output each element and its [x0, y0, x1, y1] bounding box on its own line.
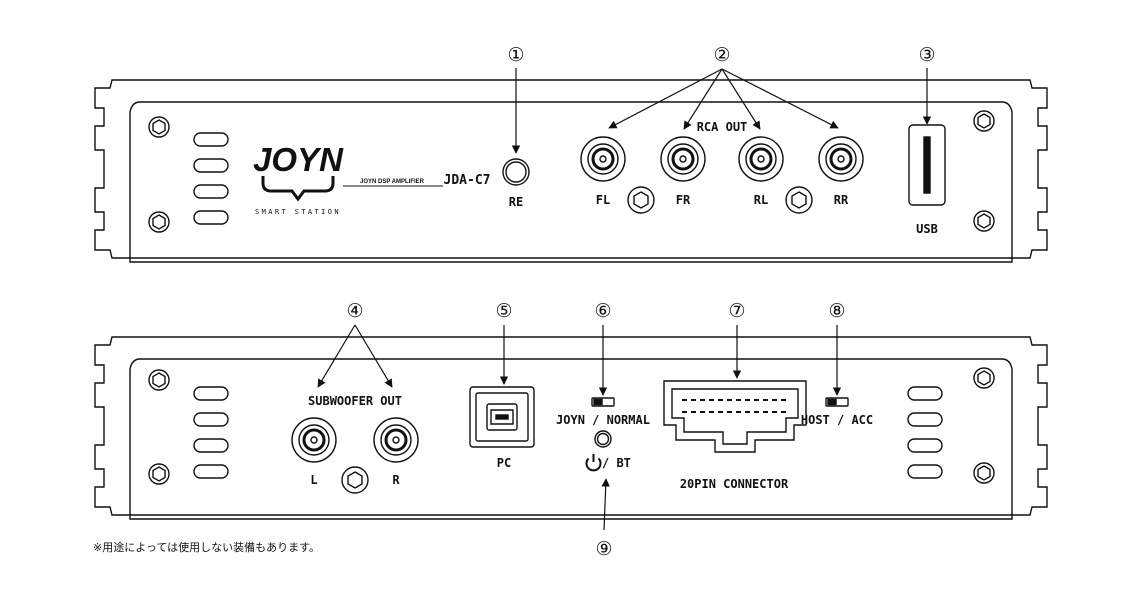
hex-nut — [341, 466, 369, 494]
svg-text:⑧: ⑧ — [828, 300, 845, 322]
callout-5: ⑤ — [495, 300, 512, 322]
power-bt-button — [594, 430, 612, 448]
callout-8: ⑧ — [828, 300, 845, 322]
rca-jack-fr — [660, 136, 706, 182]
rca-label-fr: FR — [676, 193, 691, 207]
host-acc-label: HOST / ACC — [801, 413, 873, 427]
screw — [973, 462, 995, 484]
subwoofer-out-label: SUBWOOFER OUT — [308, 394, 402, 408]
rca-jack-rr — [818, 136, 864, 182]
svg-text:②: ② — [713, 44, 730, 66]
rear-panel — [94, 336, 1048, 520]
power-icon — [585, 454, 602, 472]
power-bt-label: / BT — [602, 456, 631, 470]
callout-6: ⑥ — [594, 300, 611, 322]
callout-9: ⑨ — [595, 538, 612, 560]
rca-out-label: RCA OUT — [697, 120, 748, 134]
sub-jack-l — [291, 417, 337, 463]
callout-3: ③ — [918, 44, 935, 66]
svg-text:④: ④ — [346, 300, 363, 322]
screw — [148, 116, 170, 138]
remote-port — [502, 158, 530, 186]
rca-label-rl: RL — [754, 193, 768, 207]
sub-label-l: L — [310, 473, 317, 487]
connector-label: 20PIN CONNECTOR — [680, 477, 789, 491]
hex-nut — [785, 186, 813, 214]
svg-text:⑨: ⑨ — [595, 538, 612, 560]
svg-text:③: ③ — [918, 44, 935, 66]
usb-label: USB — [916, 222, 938, 236]
sub-jack-r — [373, 417, 419, 463]
sub-label-r: R — [392, 473, 400, 487]
screw — [973, 367, 995, 389]
screw — [148, 211, 170, 233]
callout-2: ② — [713, 44, 730, 66]
svg-text:⑦: ⑦ — [728, 300, 745, 322]
rca-jack-fl — [580, 136, 626, 182]
vent-slots-left — [193, 386, 229, 479]
usb-port — [908, 124, 946, 206]
front-panel — [94, 79, 1048, 263]
svg-text:⑤: ⑤ — [495, 300, 512, 322]
pc-label: PC — [497, 456, 511, 470]
svg-text:①: ① — [507, 44, 524, 66]
screw — [148, 369, 170, 391]
vent-slots — [193, 132, 229, 225]
front-leader-lines — [511, 68, 932, 154]
pc-usb-port — [469, 386, 535, 448]
screw — [973, 110, 995, 132]
rca-label-fl: FL — [596, 193, 610, 207]
screw — [148, 463, 170, 485]
logo-bracket-icon — [261, 176, 335, 202]
hex-nut — [627, 186, 655, 214]
20pin-connector — [663, 380, 807, 453]
footnote: ※用途によっては使用しない装備もあります。 — [93, 541, 321, 554]
joyn-normal-switch — [591, 397, 615, 407]
callout-1: ① — [507, 44, 524, 66]
vent-slots-right — [907, 386, 943, 479]
rear-leader-lines — [317, 324, 842, 531]
re-label: RE — [509, 195, 523, 209]
callout-4: ④ — [346, 300, 363, 322]
host-acc-switch — [825, 397, 849, 407]
svg-text:⑥: ⑥ — [594, 300, 611, 322]
rca-jack-rl — [738, 136, 784, 182]
joyn-normal-label: JOYN / NORMAL — [556, 413, 650, 427]
brand-logo: JOYN — [253, 141, 344, 178]
brand-tagline: SMART STATION — [255, 208, 341, 216]
rca-label-rr: RR — [834, 193, 849, 207]
callout-7: ⑦ — [728, 300, 745, 322]
screw — [973, 210, 995, 232]
product-line-label: JOYN DSP AMPLIFIER — [360, 179, 425, 185]
model-label: JDA-C7 — [444, 173, 491, 188]
